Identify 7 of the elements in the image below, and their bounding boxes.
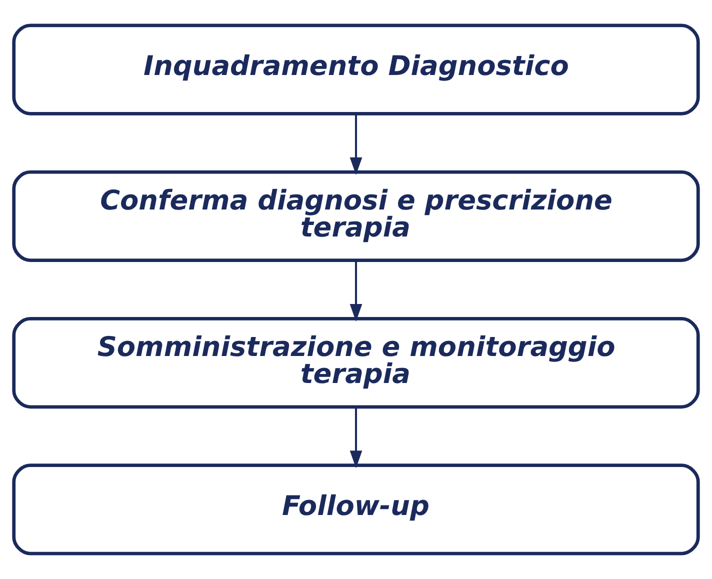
node-box: Inquadramento Diagnostico — [12, 24, 700, 116]
arrow — [350, 260, 362, 322]
node-box: Somministrazione e monitoraggio terapia — [12, 317, 700, 409]
arrow — [350, 114, 362, 176]
node-box: Follow-up — [12, 464, 700, 556]
node-box: Conferma diagnosi e prescrizione terapia — [12, 170, 700, 262]
arrow — [350, 406, 362, 468]
